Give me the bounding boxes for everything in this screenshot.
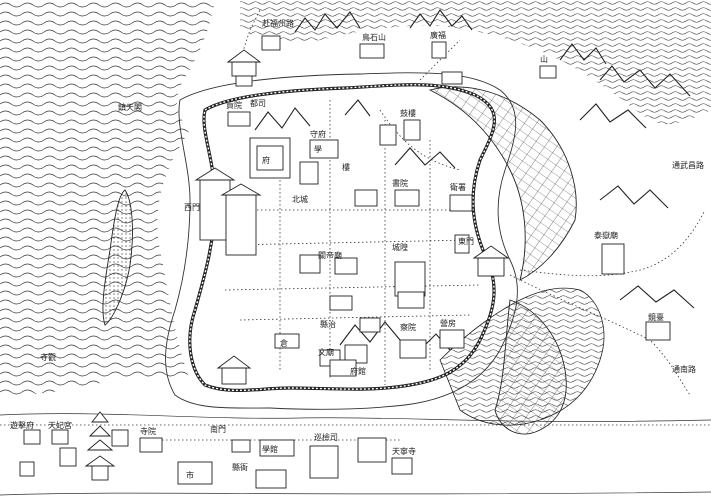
- bottom-terrain: [0, 413, 711, 496]
- label-temple-left: 寺觀: [40, 352, 56, 362]
- streets: [224, 100, 481, 385]
- pagoda: [84, 411, 116, 481]
- label-city-8: 城隍: [392, 242, 408, 252]
- label-left-river-hill: 鎮天閣: [118, 102, 142, 112]
- label-ne-road: 通武昌路: [672, 160, 704, 170]
- label-top-hill: 鳥石山: [362, 32, 386, 42]
- label-bottom-3: 天寧寺: [392, 446, 416, 456]
- gate-tower-north: [226, 49, 262, 87]
- label-city-13: 倉: [280, 338, 288, 348]
- label-top-right-hill: 山: [540, 54, 548, 64]
- label-city-6: 北城: [292, 195, 308, 204]
- label-left-bottom-1: 遊擊府: [10, 420, 34, 430]
- label-top-temple: 廣福: [430, 30, 446, 40]
- channels-east: [428, 86, 577, 435]
- label-city-3: 鼓樓: [400, 108, 416, 118]
- buildings-inside: [227, 111, 473, 377]
- label-south-left-2: 寺院: [140, 426, 156, 436]
- label-city-7: 關帝廟: [318, 250, 342, 260]
- label-city-5: 書院: [392, 178, 408, 188]
- label-examination: 貢院: [226, 100, 242, 110]
- mountains-inside: [254, 99, 456, 351]
- label-top-road: 赴福州路: [262, 18, 294, 28]
- label-city-10: 察院: [400, 322, 416, 332]
- label-bottom-school: 學館: [262, 444, 278, 454]
- island: [102, 189, 133, 326]
- label-gate-west: 西門: [184, 203, 200, 212]
- label-south-east-road: 通南路: [672, 364, 696, 374]
- label-city-12: 營房: [440, 318, 456, 328]
- label-city-11: 文廟: [318, 347, 334, 357]
- map-labels: 赴福州路 鳥石山 廣福 山 鎮天閣 西門 府 學 貢院 樓 寺觀 通武昌路 泰嶽…: [10, 18, 704, 480]
- label-east-temple: 泰嶽廟: [594, 230, 618, 240]
- label-bottom-1: 縣衙: [232, 462, 248, 472]
- label-left-bottom-2: 天妃宮: [48, 420, 72, 430]
- river-west: [0, 0, 215, 395]
- label-school: 學: [314, 144, 322, 154]
- label-city-9: 縣治: [320, 319, 336, 329]
- gate-tower-west: [194, 167, 262, 256]
- label-city-2: 守府: [310, 129, 326, 139]
- gate-tower-south: [216, 355, 252, 385]
- label-tower: 樓: [342, 162, 350, 172]
- label-city-4: 衛署: [450, 182, 466, 192]
- label-city-1: 都司: [250, 99, 266, 108]
- label-office: 府: [262, 155, 270, 165]
- label-bottom-market: 市: [186, 470, 194, 480]
- label-city-14: 府館: [350, 366, 366, 376]
- label-city-15: 東門: [458, 236, 474, 246]
- label-bottom-2: 巡檢司: [314, 432, 338, 442]
- label-east-seal: 鏡臺: [648, 312, 664, 322]
- buildings-outside: [19, 35, 671, 489]
- mountains-north: [294, 9, 695, 309]
- gate-tower-east: [472, 245, 510, 277]
- label-south-left-1: 南門: [210, 424, 226, 434]
- river-north-east: [240, 0, 711, 125]
